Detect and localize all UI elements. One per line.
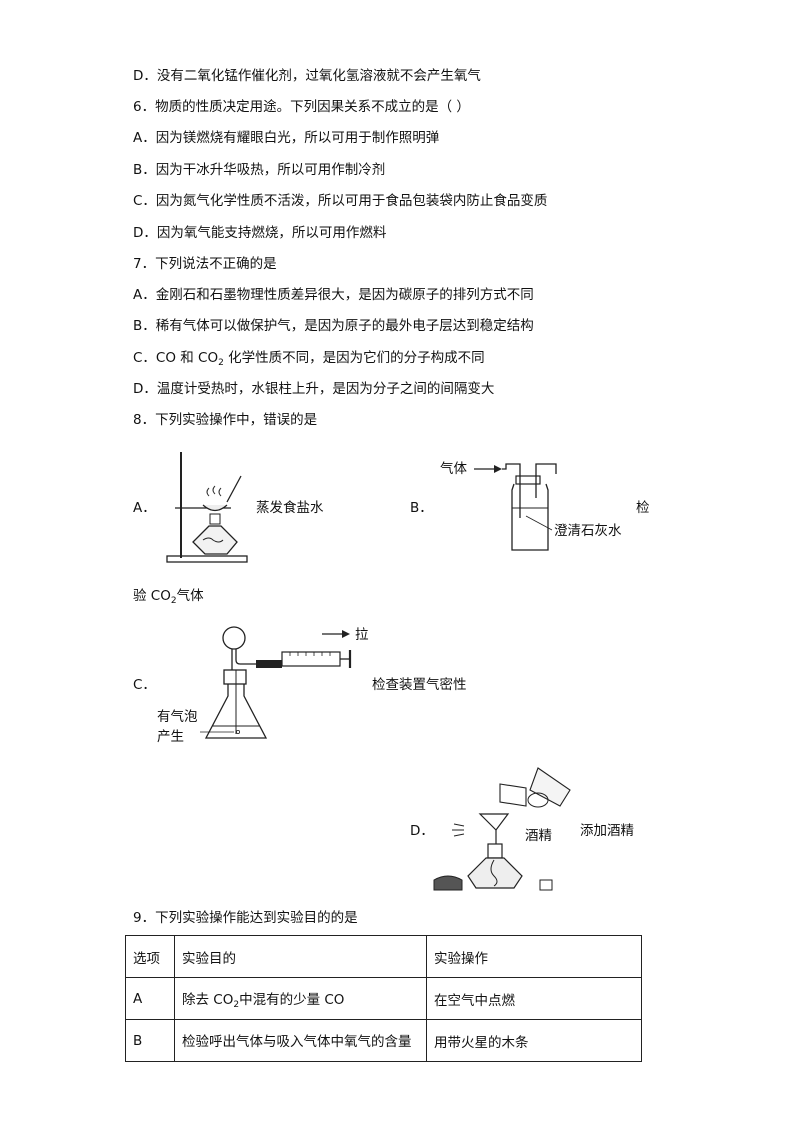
q6-option-a: A．因为镁燃烧有耀眼白光，所以可用于制作照明弹 [133,130,440,146]
q8-b-gas-label: 气体 [440,461,467,477]
q7-option-c: C．CO 和 CO2 化学性质不同，是因为它们的分子构成不同 [133,349,485,372]
q8-stem: 8．下列实验操作中，错误的是 [133,412,318,428]
table-row: B 检验呼出气体与吸入气体中氧气的含量 用带火星的木条 [125,1019,642,1062]
row-option: A [125,977,175,1020]
q8-a-label: A． [133,500,156,516]
q6-option-d: D．因为氧气能支持燃烧，所以可用作燃料 [133,225,387,241]
q7-option-d: D．温度计受热时，水银柱上升，是因为分子之间的间隔变大 [133,381,495,397]
q8-c-caption: 检查装置气密性 [372,677,467,693]
purpose-sub: 2 [233,999,240,1010]
header-purpose: 实验目的 [174,935,427,978]
row-operation: 在空气中点燃 [426,977,642,1020]
purpose-post: 中混有的少量 CO [239,991,345,1008]
q7c-subscript: 2 [218,358,224,368]
q8-b-caption-line2: 验 CO2气体 [133,587,204,610]
q8-c-bubble-label-1: 有气泡 [157,709,198,725]
q7-option-b: B．稀有气体可以做保护气，是因为原子的最外电子层达到稳定结构 [133,318,534,334]
airtightness-check-figure [200,626,352,739]
q9-stem: 9．下列实验操作能达到实验目的的是 [133,910,358,926]
q8-c-label: C． [133,677,156,693]
purpose-pre: 除去 CO [182,991,234,1008]
add-alcohol-figure [433,767,571,891]
q7-stem: 7．下列说法不正确的是 [133,256,277,272]
row-purpose: 除去 CO2中混有的少量 CO [174,977,427,1020]
q8-b-caption-tail: 检 [636,500,650,516]
q8-b-solution-label: 澄清石灰水 [554,523,622,539]
q6-option-c: C．因为氮气化学性质不活泼，所以可用于食品包装袋内防止食品变质 [133,193,548,209]
q7c-text-pre: C．CO 和 CO [133,350,219,366]
q8-c-bubble-label-2: 产生 [157,729,184,745]
q6-option-b: B．因为干冰升华吸热，所以可用作制冷剂 [133,162,386,178]
q5-option-d: D．没有二氧化锰作催化剂，过氧化氢溶液就不会产生氧气 [133,68,481,84]
q9-table: 选项 实验目的 实验操作 A 除去 CO2中混有的少量 CO 在空气中点燃 B … [125,935,642,1062]
row-purpose: 检验呼出气体与吸入气体中氧气的含量 [174,1019,427,1062]
table-row: A 除去 CO2中混有的少量 CO 在空气中点燃 [125,977,642,1020]
table-header-row: 选项 实验目的 实验操作 [125,935,642,978]
q8-d-caption: 添加酒精 [580,823,634,839]
q8-b-caption-sub: 2 [170,596,177,606]
q8-c-pull-label: 拉 [355,627,369,643]
q7c-text-post: 化学性质不同，是因为它们的分子构成不同 [223,350,485,366]
q8-b-label: B． [410,500,433,516]
header-option: 选项 [125,935,175,978]
q8-b-caption-pre: 验 CO [133,588,171,604]
row-operation: 用带火星的木条 [426,1019,642,1062]
q8-d-label: D． [410,823,434,839]
evaporation-apparatus-figure [166,452,248,563]
q8-b-caption-post: 气体 [176,588,204,604]
q8-d-alcohol-label: 酒精 [525,828,552,844]
header-operation: 实验操作 [426,935,642,978]
purpose-pre: 检验呼出气体与吸入气体中氧气的含量 [182,1033,412,1050]
gas-washing-bottle-figure [474,463,557,551]
q8-a-caption: 蒸发食盐水 [256,500,324,516]
row-option: B [125,1019,175,1062]
q6-stem: 6．物质的性质决定用途。下列因果关系不成立的是（ ） [133,99,470,115]
q7-option-a: A．金刚石和石墨物理性质差异很大，是因为碳原子的排列方式不同 [133,287,534,303]
